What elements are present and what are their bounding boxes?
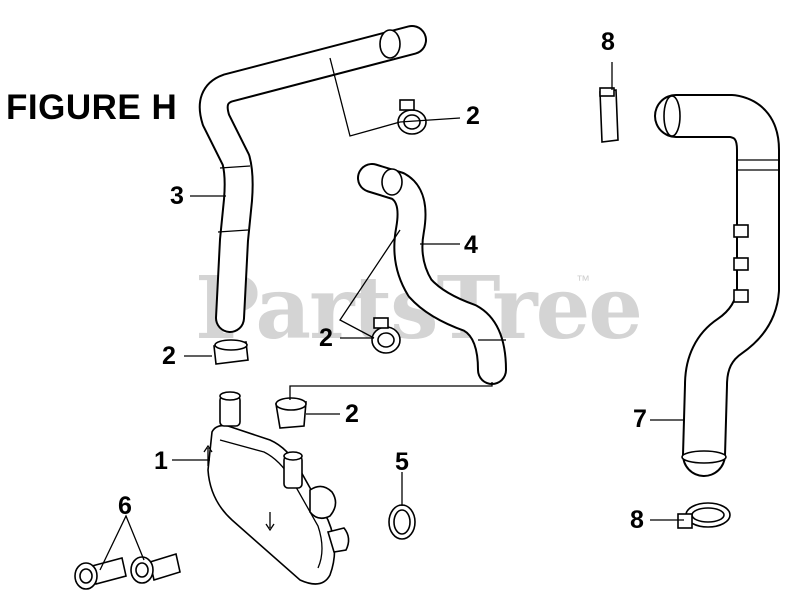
callout-1: 1 — [154, 447, 168, 475]
callout-7: 7 — [633, 405, 647, 433]
callout-5: 5 — [395, 448, 409, 476]
o-ring-part-5[interactable] — [388, 504, 416, 540]
clamp-part-2-center[interactable] — [371, 317, 401, 354]
clamp-part-2-left[interactable] — [213, 339, 249, 365]
callout-8-bottom: 8 — [630, 506, 644, 534]
callout-2-center: 2 — [319, 324, 333, 352]
clamp-part-2-top[interactable] — [397, 99, 427, 135]
callout-2-left: 2 — [162, 342, 176, 370]
clamp-part-8-bottom[interactable] — [677, 502, 731, 529]
hose-part-4[interactable] — [357, 163, 507, 385]
tube-part-7[interactable] — [654, 94, 780, 477]
callout-6: 6 — [118, 492, 132, 520]
callout-8-top: 8 — [601, 28, 615, 56]
leader-lines — [99, 57, 684, 571]
callout-2-top: 2 — [466, 102, 480, 130]
watermark-trademark: ™ — [576, 272, 590, 288]
hose-part-3[interactable] — [198, 25, 427, 333]
callout-2-lower: 2 — [345, 400, 359, 428]
bolt-part-6-right[interactable] — [130, 552, 181, 584]
bolt-part-6-left[interactable] — [74, 557, 127, 590]
figure-title: FIGURE H — [6, 88, 178, 127]
callout-3: 3 — [170, 182, 184, 210]
clip-part-8-top[interactable] — [599, 87, 619, 143]
oil-cooler-part-1[interactable] — [203, 391, 350, 585]
callout-4: 4 — [464, 231, 478, 259]
clamp-part-2-lower[interactable] — [275, 397, 307, 429]
